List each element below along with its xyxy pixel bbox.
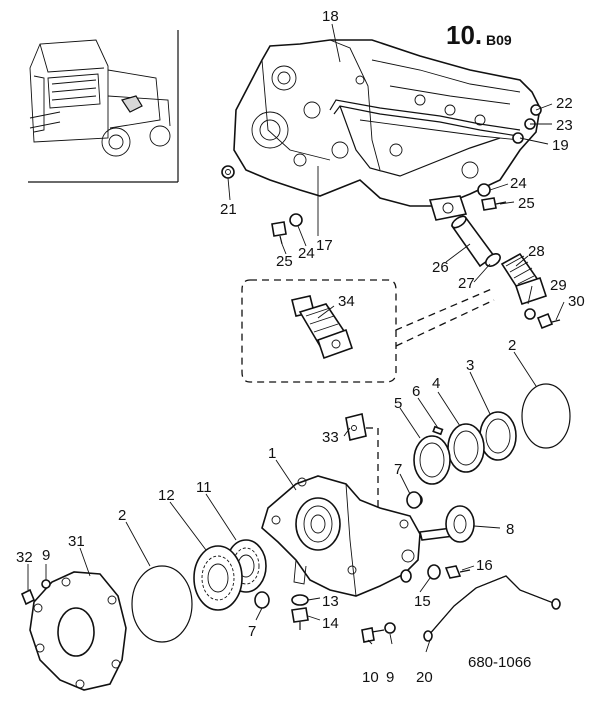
callout-12: 12 — [158, 487, 175, 504]
callout-27: 27 — [458, 275, 475, 292]
callout-24-right: 24 — [510, 175, 527, 192]
page-title-suffix: B09 — [486, 32, 512, 48]
callout-9-bottom: 9 — [386, 669, 394, 686]
reference-number: 680-1066 — [468, 654, 531, 671]
callout-30: 30 — [568, 293, 585, 310]
callout-2-left: 2 — [118, 507, 126, 524]
page-title-number: 10. — [446, 20, 482, 50]
upper-small-parts — [221, 104, 542, 245]
callout-15: 15 — [414, 593, 431, 610]
transmission-housing — [233, 39, 541, 221]
callout-13: 13 — [322, 593, 339, 610]
pump-gears — [193, 539, 267, 611]
callout-19: 19 — [552, 137, 569, 154]
callout-17: 17 — [316, 237, 333, 254]
callout-20: 20 — [416, 669, 433, 686]
callout-9-left: 9 — [42, 547, 50, 564]
callout-32: 32 — [16, 549, 33, 566]
cover-o-ring — [131, 565, 270, 643]
callout-21: 21 — [220, 201, 237, 218]
oil-pipe-20 — [423, 575, 561, 642]
callout-2-right: 2 — [508, 337, 516, 354]
callout-28: 28 — [528, 243, 545, 260]
callout-25-right: 25 — [518, 195, 535, 212]
callout-16: 16 — [476, 557, 493, 574]
pump-connection-parts — [400, 491, 475, 583]
oil-pump-housing — [261, 475, 423, 597]
seal-rings — [413, 383, 571, 485]
callout-18: 18 — [322, 8, 339, 25]
callout-34: 34 — [338, 293, 355, 310]
plate-33 — [345, 413, 379, 510]
callout-4: 4 — [432, 375, 440, 392]
callout-31: 31 — [68, 533, 85, 550]
callout-6: 6 — [412, 383, 420, 400]
callout-29: 29 — [550, 277, 567, 294]
callout-1: 1 — [268, 445, 276, 462]
callout-7-left: 7 — [248, 623, 256, 640]
strainer-inset — [241, 279, 495, 383]
drain-plug-parts — [291, 594, 309, 630]
callout-14: 14 — [322, 615, 339, 632]
callout-25-left: 25 — [276, 253, 293, 270]
callout-3: 3 — [466, 357, 474, 374]
callout-labels: 18 22 23 19 24 25 21 17 24 25 26 27 28 2… — [16, 8, 585, 686]
callout-10: 10 — [362, 669, 379, 686]
cover-plate — [20, 571, 127, 691]
callout-23: 23 — [556, 117, 573, 134]
callout-8: 8 — [506, 521, 514, 538]
callout-7-right: 7 — [394, 461, 402, 478]
truck-inset — [28, 30, 179, 183]
callout-22: 22 — [556, 95, 573, 112]
suction-hose-assembly — [450, 215, 561, 330]
callout-26: 26 — [432, 259, 449, 276]
leader-lines — [27, 23, 565, 653]
bolt-and-washer — [361, 622, 396, 643]
callout-5: 5 — [394, 395, 402, 412]
callout-24-left: 24 — [298, 245, 315, 262]
callout-11: 11 — [196, 479, 212, 496]
callout-33: 33 — [322, 429, 339, 446]
